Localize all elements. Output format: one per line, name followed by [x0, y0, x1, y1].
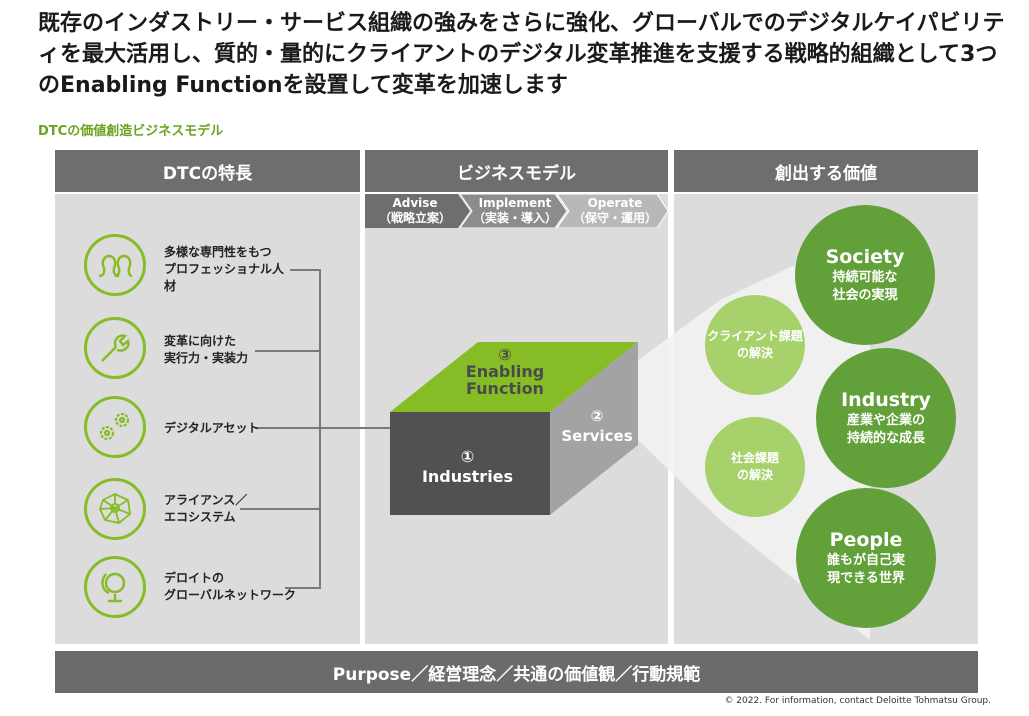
cube-front-text: Industries: [421, 467, 514, 486]
globe-icon: [84, 556, 146, 618]
feature-text: アライアンス／ エコシステム: [164, 493, 248, 524]
value-social-issues: 社会課題 の解決: [705, 417, 805, 517]
cube-top-text: Enabling Function: [465, 362, 545, 398]
connector-lines: [240, 269, 390, 589]
header-model: ビジネスモデル: [365, 150, 668, 192]
header-value: 創出する価値: [674, 150, 978, 192]
phase-sub: （保守・運用）: [572, 211, 657, 225]
phase-sub: （戦略立案）: [378, 211, 451, 225]
cube-side: [550, 342, 638, 515]
phase-arrows: [365, 194, 668, 228]
phase-sub: （実装・導入）: [472, 211, 557, 225]
feature-alliance: アライアンス／ エコシステム: [84, 478, 344, 548]
cube-side-label: ② Services: [558, 406, 636, 446]
phase-implement: Implement（実装・導入）: [465, 194, 565, 228]
cube-front: [390, 412, 550, 515]
cube-top-num: ③: [498, 345, 512, 364]
network-icon: [84, 478, 146, 540]
copyright: © 2022. For information, contact Deloitt…: [724, 696, 991, 706]
page-title: 既存のインダストリー・サービス組織の強みをさらに強化、グローバルでのデジタルケイ…: [38, 11, 1005, 98]
cube-side-num: ②: [590, 407, 604, 425]
value-title: People: [829, 529, 903, 551]
phase-name: Advise: [392, 196, 438, 210]
cube-top: [390, 342, 638, 412]
purpose-bar: Purpose／経営理念／共通の価値観／行動規範: [55, 651, 978, 693]
phase-advise: Advise（戦略立案）: [365, 194, 465, 228]
feature-execution: 変革に向けた 実行力・実装力: [84, 317, 344, 387]
feature-professionals: 多様な専門性をもつ プロフェッショナル人 材: [84, 234, 344, 304]
value-title: Society: [825, 246, 905, 268]
value-client-issues: クライアント課題 の解決: [705, 295, 805, 395]
phase-name: Implement: [478, 196, 552, 210]
feature-digital-assets: デジタルアセット: [84, 396, 344, 466]
value-title: Industry: [841, 389, 931, 411]
cube-side-text: Services: [561, 427, 633, 445]
feature-text: 変革に向けた 実行力・実装力: [164, 334, 249, 365]
gears-icon: [84, 396, 146, 458]
phase-name: Operate: [587, 196, 643, 210]
subtitle: DTCの価値創造ビジネスモデル: [38, 124, 224, 139]
value-sub: 誰もが自己実 現できる世界: [826, 553, 905, 586]
cube-front-num: ①: [460, 447, 475, 466]
wrench-icon: [84, 317, 146, 379]
phase-operate: Operate（保守・運用）: [562, 194, 668, 228]
feature-text: 多様な専門性をもつ プロフェッショナル人 材: [164, 245, 285, 293]
feature-text: デジタルアセット: [164, 421, 260, 435]
people-icon: [84, 234, 146, 296]
feature-global-network: デロイトの グローバルネットワーク: [84, 556, 344, 626]
value-sub: 持続可能な 社会の実現: [832, 270, 898, 303]
value-sub: 産業や企業の 持続的な成長: [846, 413, 925, 446]
feature-text: デロイトの グローバルネットワーク: [164, 571, 296, 602]
header-features: DTCの特長: [55, 150, 360, 192]
